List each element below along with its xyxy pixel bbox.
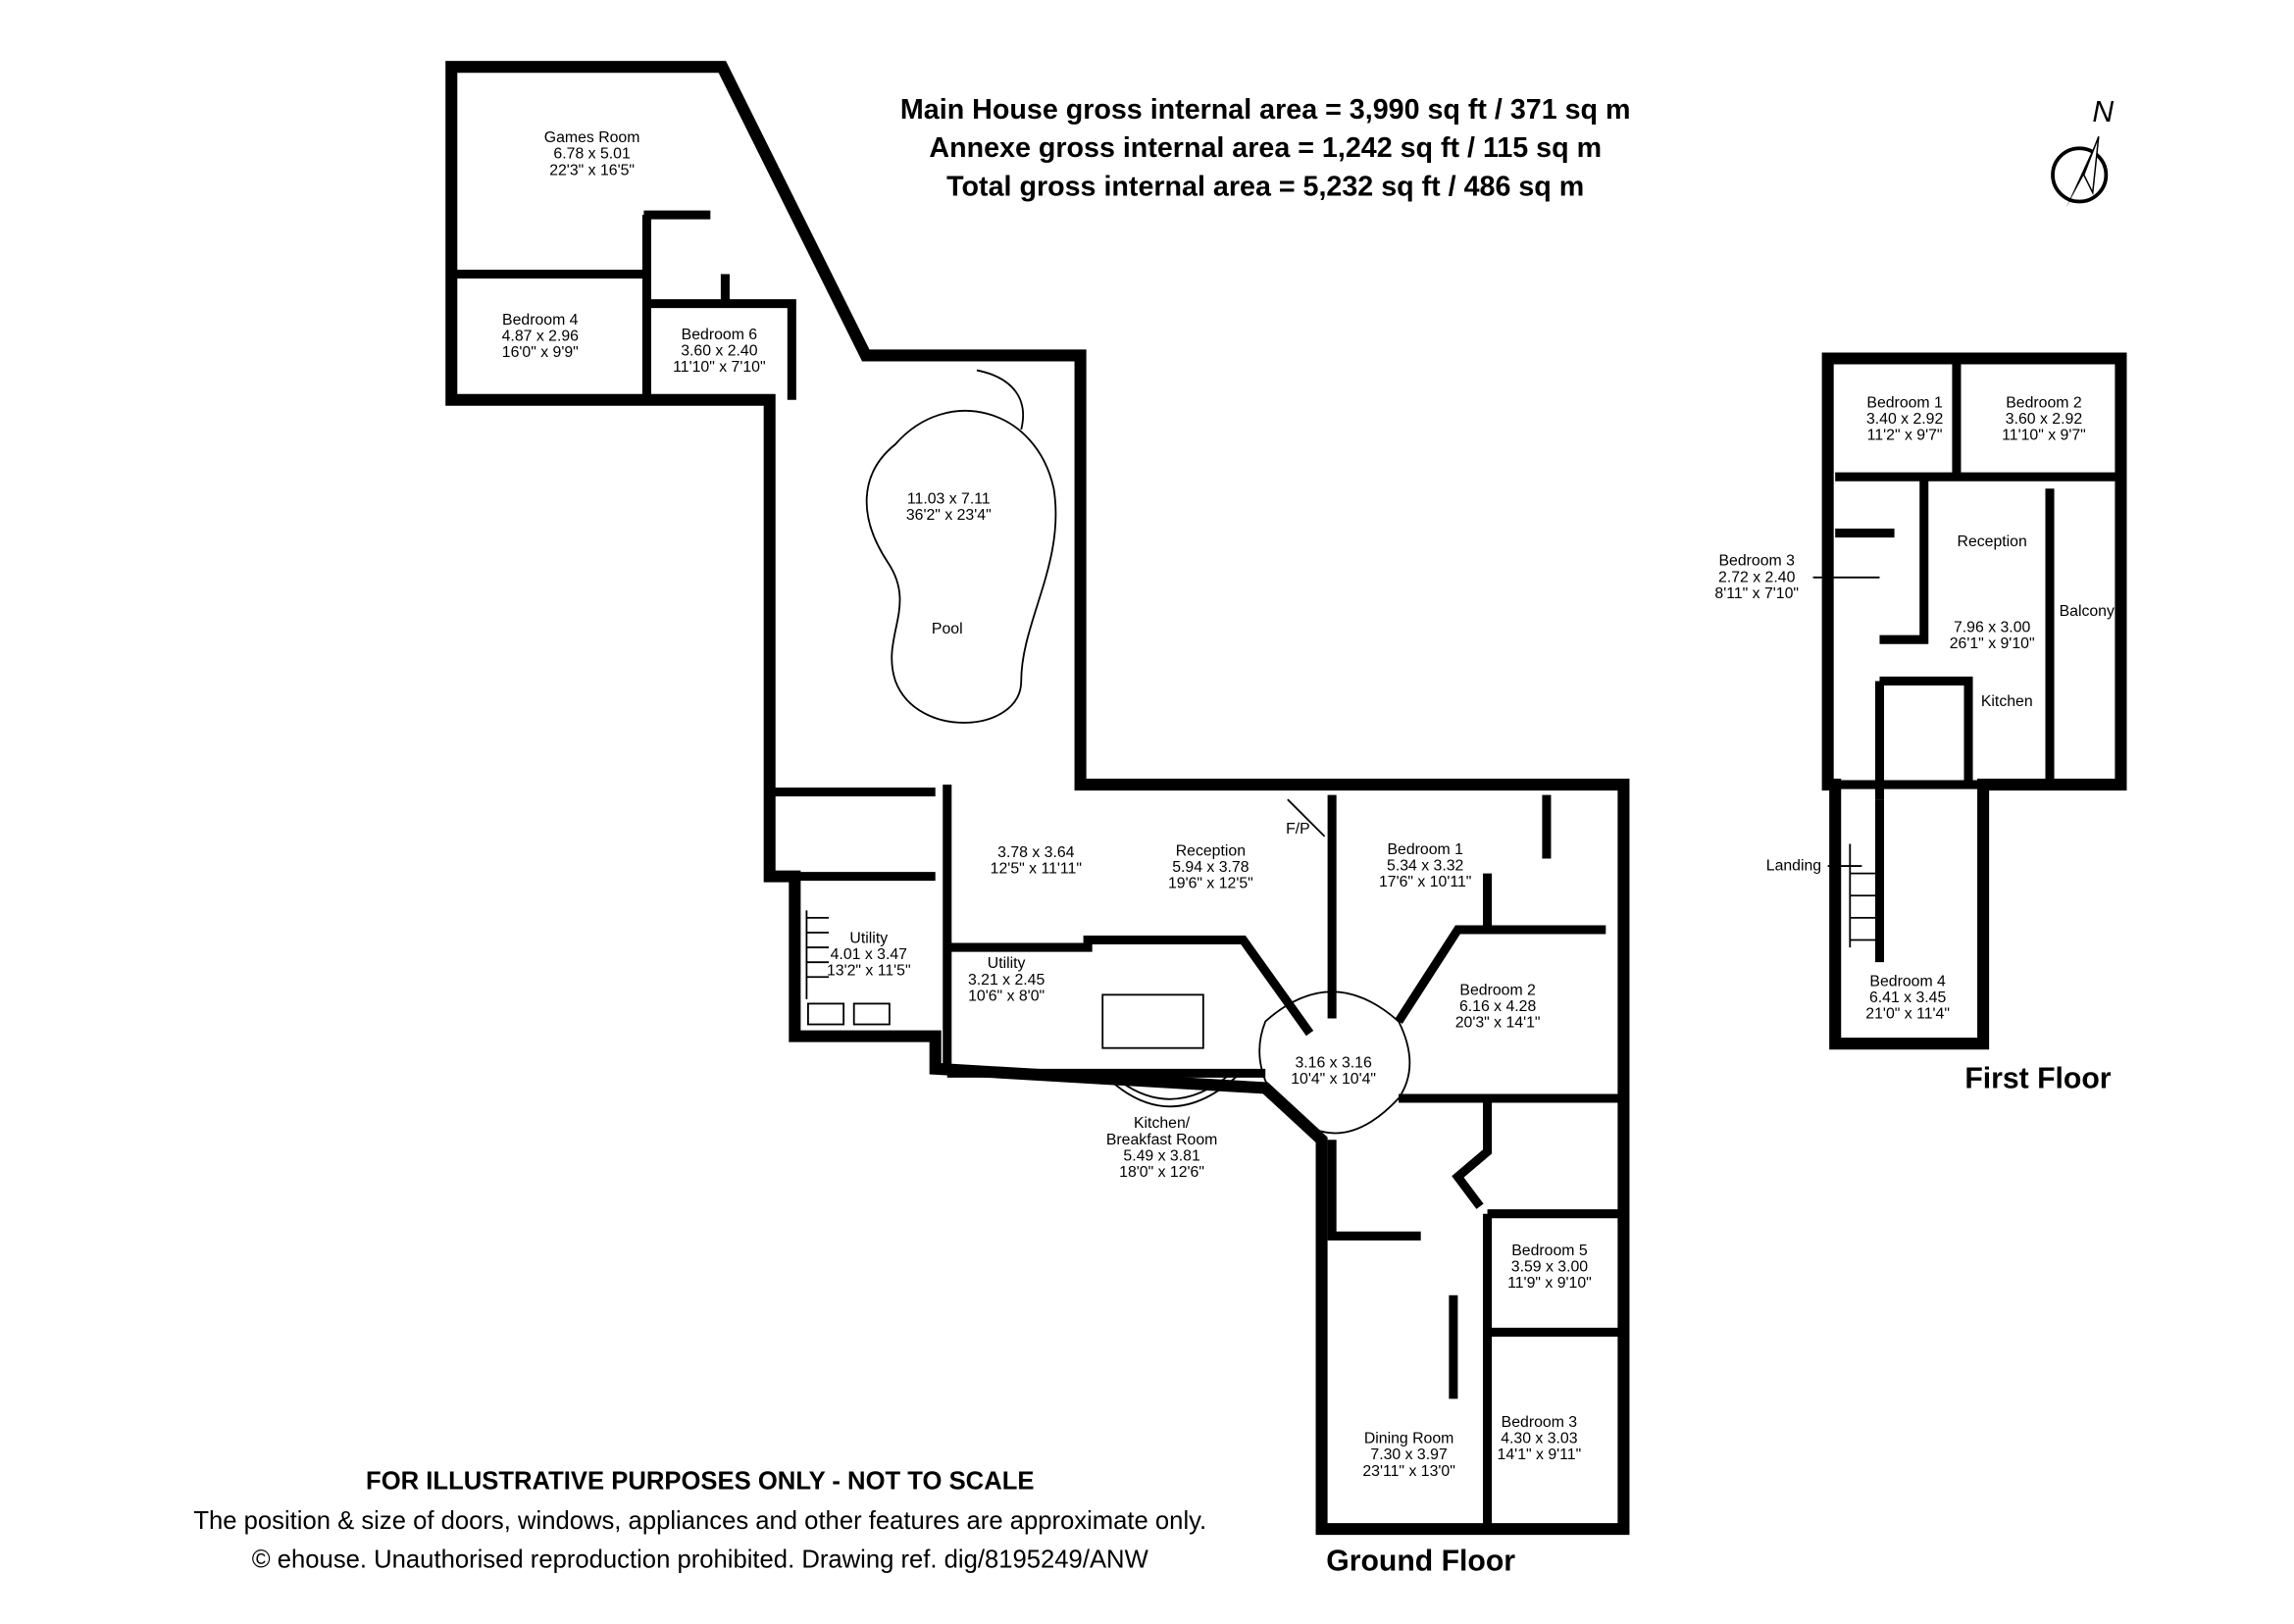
ff-room-label-balcony: Balcony [2060,603,2115,620]
annexe-area: Annexe gross internal area = 1,242 sq ft… [929,132,1602,164]
ff-room-label-reception: Reception [1958,533,2027,550]
total-area: Total gross internal area = 5,232 sq ft … [946,171,1584,202]
room-label-pool: Pool [932,621,963,637]
approximation-note: The position & size of doors, windows, a… [193,1507,1206,1535]
ff-room-label-landing: Landing [1766,858,1821,875]
north-label: N [2092,96,2114,128]
first-floor-label: First Floor [1964,1062,2111,1094]
pool-outline [865,410,1057,724]
disclaimer: FOR ILLUSTRATIVE PURPOSES ONLY - NOT TO … [366,1467,1034,1495]
stairs-icon [805,910,830,999]
first-floor-walls [1812,352,2127,1050]
ground-floor-walls [445,61,1630,1536]
north-arrow-icon: N [2051,96,2114,208]
ff-room-label-kitchen: Kitchen [1981,693,2033,710]
ground-floor-label: Ground Floor [1326,1545,1515,1577]
copyright: © ehouse. Unauthorised reproduction proh… [252,1546,1149,1573]
fireplace-label: F/P [1286,821,1310,837]
main-house-area: Main House gross internal area = 3,990 s… [900,94,1631,126]
